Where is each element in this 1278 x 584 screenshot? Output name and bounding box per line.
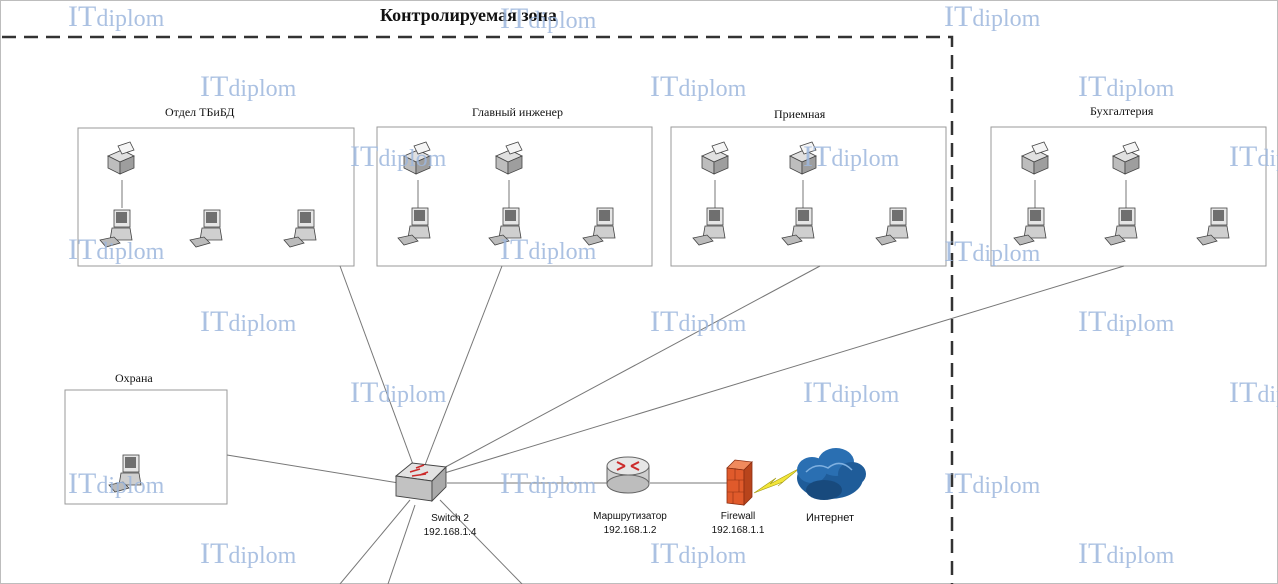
printer-icon — [107, 141, 135, 175]
dept-box-accounting — [990, 126, 1267, 267]
firewall-label: Firewall 192.168.1.1 — [690, 510, 786, 538]
dept-label-chief-engineer: Главный инженер — [472, 105, 563, 119]
dept-label-reception: Приемная — [774, 107, 826, 121]
switch-icon — [394, 462, 447, 503]
cloud-icon — [797, 448, 866, 500]
internet-label: Интернет — [806, 512, 854, 524]
printer-icon — [789, 141, 817, 175]
dept-label-security: Охрана — [115, 371, 153, 385]
dept-box-chief-engineer — [376, 126, 653, 267]
dept-box-reception — [670, 126, 947, 267]
router-icon — [606, 456, 650, 494]
dept-label-accounting: Бухгалтерия — [1090, 104, 1154, 118]
computer-icon — [488, 207, 522, 246]
computer-icon — [99, 209, 133, 248]
printer-icon — [1112, 141, 1140, 175]
printer-icon — [403, 141, 431, 175]
computer-icon — [108, 454, 142, 493]
computer-icon — [397, 207, 431, 246]
dept-box-tbibd — [77, 127, 355, 267]
firewall-name: Firewall — [720, 511, 756, 522]
computer-icon — [781, 207, 815, 246]
computer-icon — [875, 207, 909, 246]
computer-icon — [283, 209, 317, 248]
router-label: Маршрутизатор 192.168.1.2 — [580, 510, 680, 538]
computer-icon — [1104, 207, 1138, 246]
zone-title: Контролируемая зона — [380, 5, 557, 25]
router-ip: 192.168.1.2 — [603, 525, 657, 536]
printer-icon — [495, 141, 523, 175]
computer-icon — [1196, 207, 1230, 246]
switch-label: Switch 2 192.168.1.4 — [400, 512, 500, 540]
switch-name: Switch 2 — [431, 513, 469, 524]
firewall-ip: 192.168.1.1 — [711, 525, 765, 536]
computer-icon — [1013, 207, 1047, 246]
computer-icon — [692, 207, 726, 246]
firewall-icon — [726, 459, 753, 506]
dept-label-tbibd: Отдел ТБиБД — [165, 105, 235, 119]
printer-icon — [1021, 141, 1049, 175]
computer-icon — [582, 207, 616, 246]
computer-icon — [189, 209, 223, 248]
controlled-zone-boundary — [2, 35, 954, 584]
lightning-bolt-icon — [753, 467, 801, 494]
printer-icon — [701, 141, 729, 175]
dept-box-security — [64, 389, 228, 505]
network-links — [121, 180, 1127, 584]
router-name: Маршрутизатор — [593, 511, 667, 522]
switch-ip: 192.168.1.4 — [423, 527, 477, 538]
